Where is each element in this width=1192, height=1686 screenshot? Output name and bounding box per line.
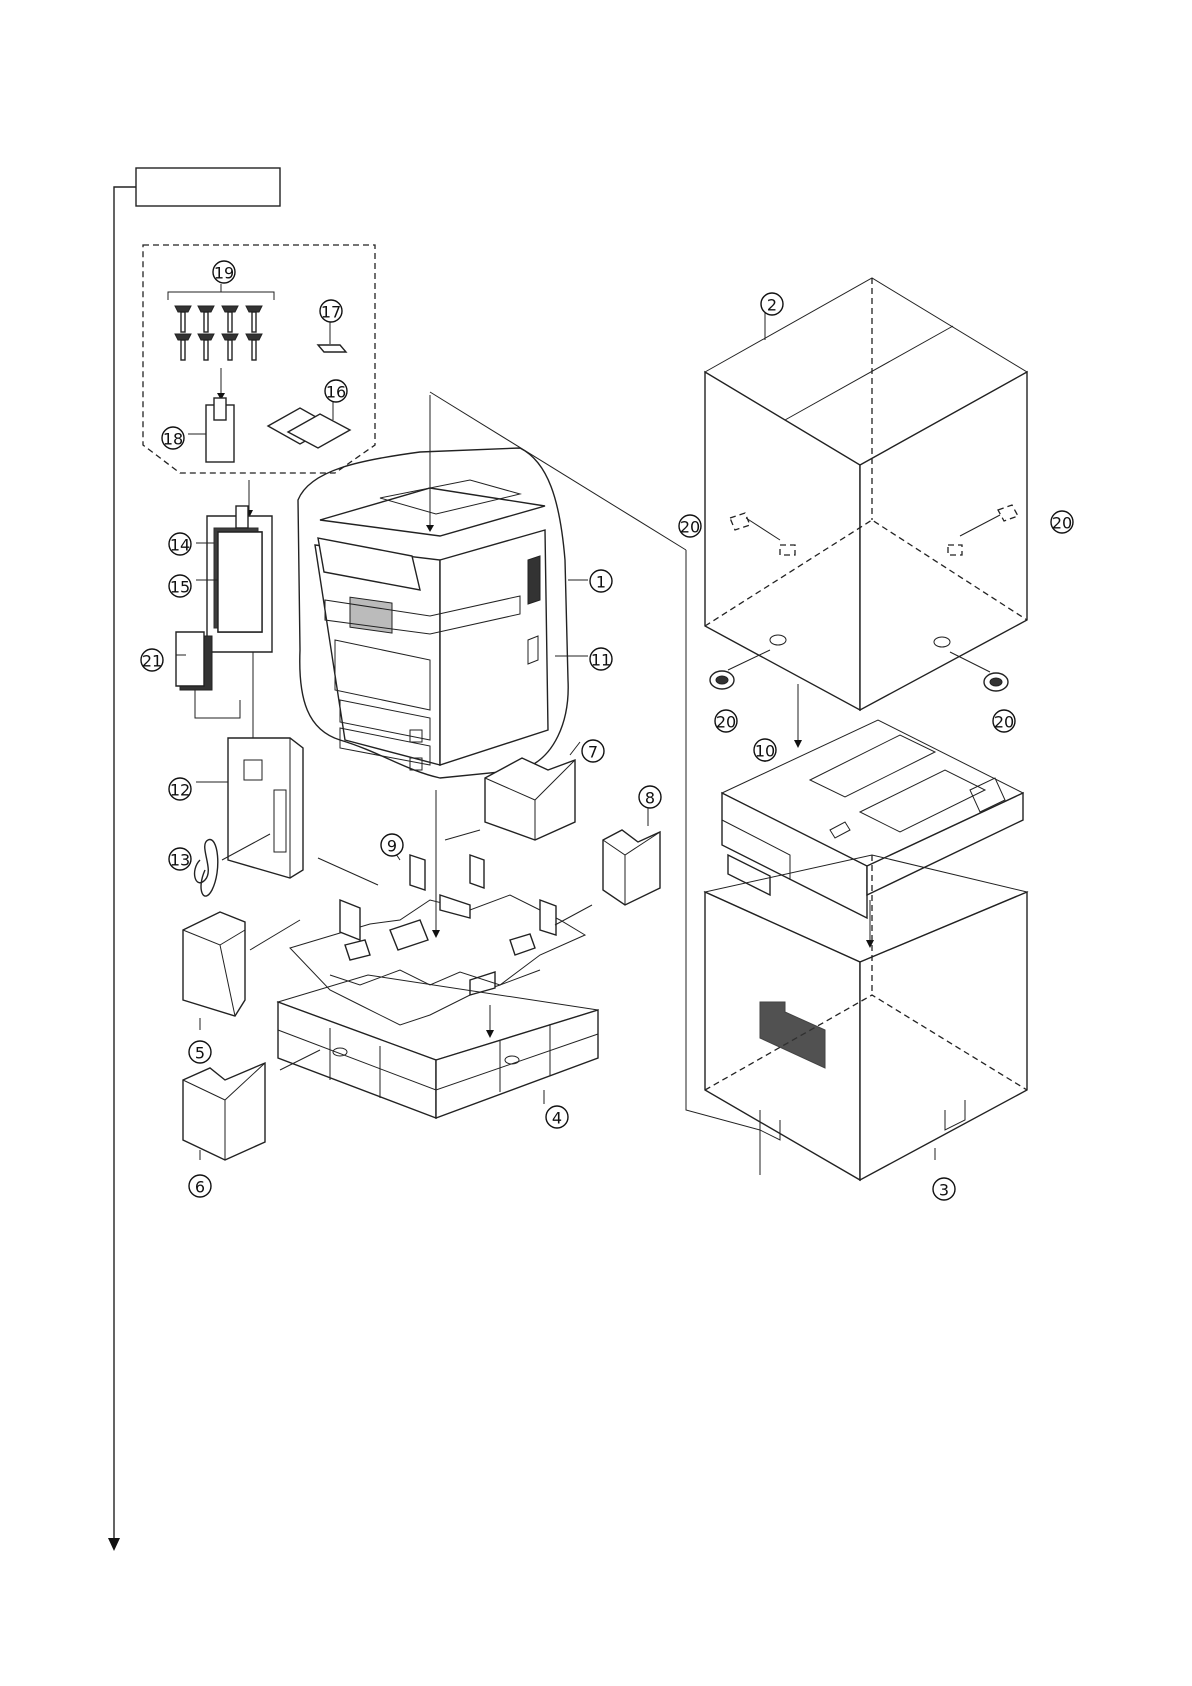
- callout-1: 1: [590, 570, 612, 592]
- callout-9: 9: [381, 834, 403, 856]
- callout-label: 6: [195, 1178, 205, 1197]
- callout-6: 6: [189, 1175, 211, 1197]
- callout-20d: 20: [993, 710, 1015, 732]
- accessory-bag: [195, 738, 303, 896]
- callout-2: 2: [761, 293, 783, 315]
- callout-label: 21: [142, 652, 162, 671]
- callout-label: 13: [170, 851, 190, 870]
- screw-set: [175, 306, 262, 360]
- callout-label: 11: [591, 651, 611, 670]
- callout-19: 19: [213, 261, 235, 283]
- callout-18: 18: [162, 427, 184, 449]
- label-sticker: [318, 345, 346, 352]
- callout-label: 8: [645, 789, 655, 808]
- callout-20b: 20: [1051, 511, 1073, 533]
- callout-4: 4: [546, 1106, 568, 1128]
- callout-20c: 20: [715, 710, 737, 732]
- callout-11: 11: [590, 648, 612, 670]
- callout-label: 17: [321, 303, 341, 322]
- cushion-pad: [290, 848, 585, 1025]
- callout-label: 5: [195, 1044, 205, 1063]
- callout-label: 4: [552, 1109, 562, 1128]
- callout-label: 10: [755, 742, 775, 761]
- box-top: [705, 278, 1027, 710]
- callout-label: 7: [588, 743, 598, 762]
- callout-17: 17: [320, 300, 342, 322]
- callout-14: 14: [169, 533, 191, 555]
- corner-block-8: [555, 808, 660, 925]
- callout-label: 20: [716, 713, 736, 732]
- callout-10: 10: [754, 739, 776, 761]
- callout-label: 20: [1052, 514, 1072, 533]
- callout-8: 8: [639, 786, 661, 808]
- callout-label: 14: [170, 536, 190, 555]
- callout-21: 21: [141, 649, 163, 671]
- callout-20a: 20: [679, 515, 701, 537]
- callout-13: 13: [169, 848, 191, 870]
- callout-label: 15: [170, 578, 190, 597]
- callout-label: 19: [214, 264, 234, 283]
- callout-3: 3: [933, 1178, 955, 1200]
- callout-label: 12: [170, 781, 190, 800]
- callout-label: 9: [387, 837, 397, 856]
- callout-label: 20: [994, 713, 1014, 732]
- callout-5: 5: [189, 1041, 211, 1063]
- callout-15: 15: [169, 575, 191, 597]
- callout-label: 3: [939, 1181, 949, 1200]
- callout-12: 12: [169, 778, 191, 800]
- bottom-tray: [278, 970, 598, 1118]
- callout-label: 2: [767, 296, 777, 315]
- callout-label: 18: [163, 430, 183, 449]
- callout-label: 16: [326, 383, 346, 402]
- callout-label: 1: [596, 573, 606, 592]
- callout-7: 7: [582, 740, 604, 762]
- handle-clip-right: [950, 652, 1008, 691]
- callout-label: 20: [680, 518, 700, 537]
- callout-16: 16: [325, 380, 347, 402]
- power-cable: [195, 840, 218, 897]
